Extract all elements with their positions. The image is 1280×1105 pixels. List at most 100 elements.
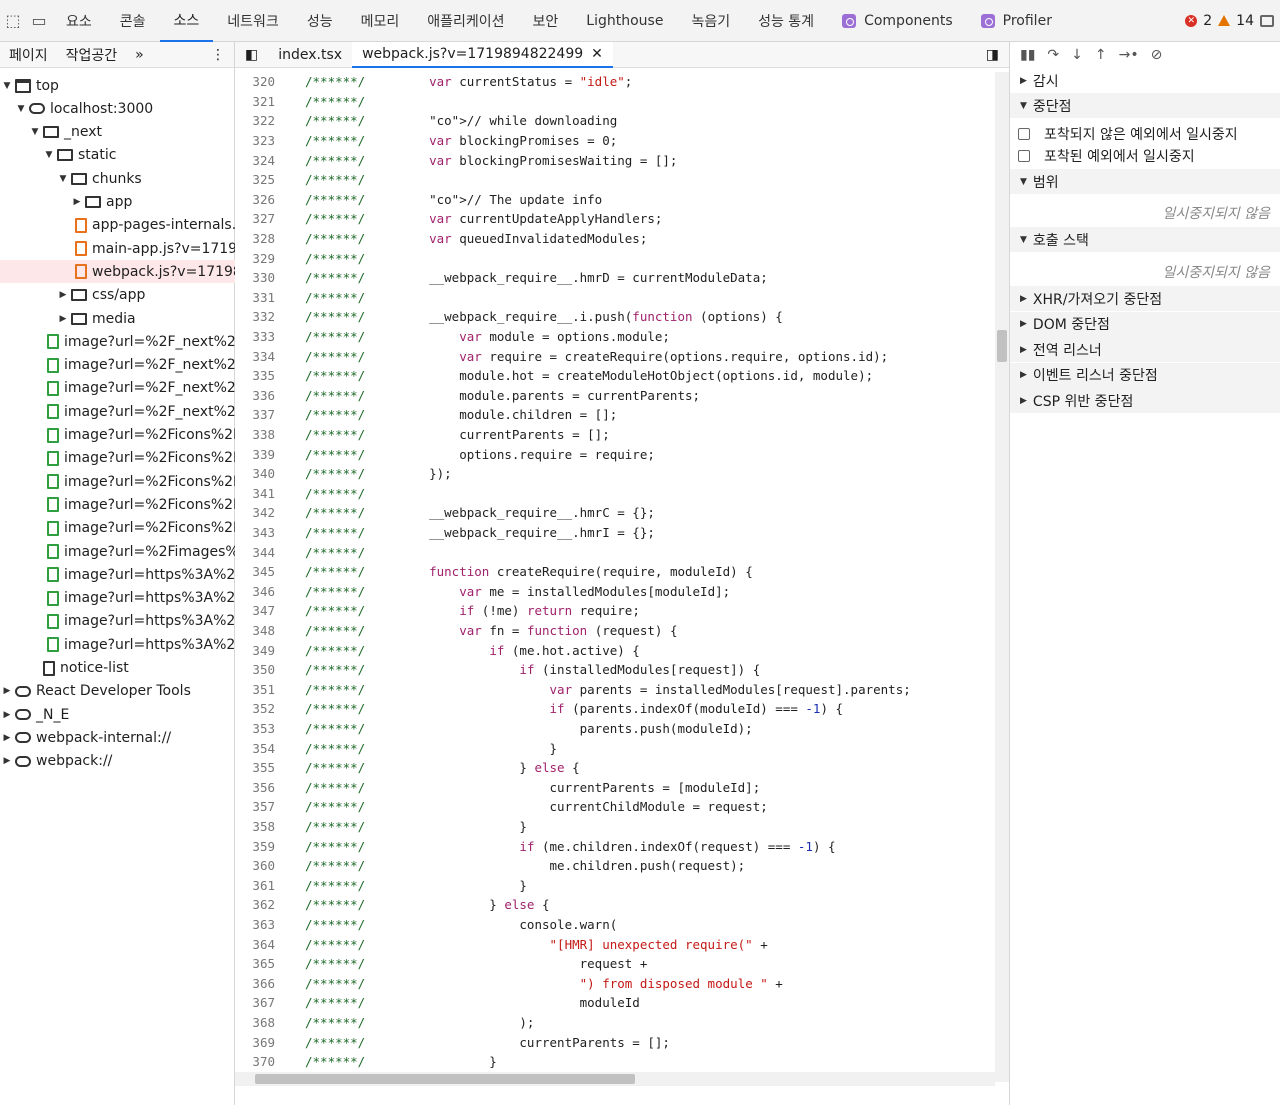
code-line[interactable]: 366/******/ ") from disposed module " +	[235, 974, 995, 994]
code-line[interactable]: 364/******/ "[HMR] unexpected require(" …	[235, 934, 995, 954]
tree-item[interactable]: ▼top	[0, 74, 235, 97]
step-into-icon[interactable]: ↓	[1071, 47, 1083, 63]
line-number[interactable]: 325	[252, 172, 275, 188]
editor-tab[interactable]: index.tsx	[268, 42, 352, 68]
code-lines[interactable]: 320/******/ var currentStatus = "idle";3…	[235, 72, 995, 1077]
expand-arrow-icon[interactable]: ▶	[3, 686, 11, 697]
code-line[interactable]: 348/******/ var fn = function (request) …	[235, 621, 995, 641]
tree-item[interactable]: image?url=%2F_next%2F	[0, 330, 235, 353]
tab-workspace[interactable]: 작업공간	[65, 47, 118, 64]
code-line[interactable]: 324/******/ var blockingPromisesWaiting …	[235, 150, 995, 170]
line-number[interactable]: 334	[252, 348, 275, 364]
line-number[interactable]: 351	[252, 681, 275, 697]
expand-arrow-icon[interactable]: ▼	[3, 80, 11, 91]
code-line[interactable]: 332/******/ __webpack_require__.i.push(f…	[235, 307, 995, 327]
code-line[interactable]: 354/******/ }	[235, 738, 995, 758]
section-callstack[interactable]: ▼호출 스택	[1010, 227, 1280, 252]
tab-components[interactable]: Components	[828, 0, 967, 42]
section-scope[interactable]: ▼범위	[1010, 169, 1280, 194]
code-line[interactable]: 323/******/ var blockingPromises = 0;	[235, 131, 995, 151]
line-number[interactable]: 338	[252, 427, 275, 443]
line-number[interactable]: 344	[252, 544, 275, 560]
line-number[interactable]: 332	[252, 309, 275, 325]
tree-item[interactable]: image?url=%2Ficons%2F	[0, 470, 235, 493]
line-number[interactable]: 330	[252, 270, 275, 286]
line-number[interactable]: 347	[252, 603, 275, 619]
expand-arrow-icon[interactable]: ▶	[73, 197, 81, 207]
line-number[interactable]: 322	[252, 113, 275, 129]
line-number[interactable]: 365	[252, 956, 275, 972]
code-line[interactable]: 347/******/ if (!me) return require;	[235, 601, 995, 621]
section-bp-3[interactable]: ▶이벤트 리스너 중단점	[1010, 362, 1280, 388]
tree-item[interactable]: ▶_N_E	[0, 703, 235, 726]
line-number[interactable]: 324	[252, 152, 275, 168]
line-number[interactable]: 326	[252, 191, 275, 207]
line-number[interactable]: 361	[252, 877, 275, 893]
code-line[interactable]: 360/******/ me.children.push(request);	[235, 856, 995, 876]
expand-arrow-icon[interactable]: ▶	[3, 709, 11, 720]
section-bp-0[interactable]: ▶XHR/가져오기 중단점	[1010, 286, 1280, 311]
code-line[interactable]: 346/******/ var me = installedModules[mo…	[235, 582, 995, 602]
line-number[interactable]: 336	[252, 387, 275, 403]
code-line[interactable]: 339/******/ options.require = require;	[235, 444, 995, 464]
section-bp-4[interactable]: ▶CSP 위반 중단점	[1010, 388, 1280, 414]
tab-8[interactable]: Lighthouse	[572, 0, 677, 42]
tab-0[interactable]: 요소	[52, 0, 106, 42]
issues-counter[interactable]: ✕ 2 14	[1185, 13, 1280, 29]
tab-4[interactable]: 성능	[293, 0, 347, 42]
tree-item[interactable]: ▼chunks	[0, 167, 235, 190]
code-line[interactable]: 370/******/ }	[235, 1052, 995, 1072]
line-number[interactable]: 328	[252, 231, 275, 247]
code-line[interactable]: 355/******/ } else {	[235, 758, 995, 778]
code-line[interactable]: 349/******/ if (me.hot.active) {	[235, 640, 995, 660]
code-line[interactable]: 353/******/ parents.push(moduleId);	[235, 719, 995, 739]
line-number[interactable]: 355	[252, 760, 275, 776]
expand-arrow-icon[interactable]: ▶	[59, 313, 67, 324]
line-number[interactable]: 367	[252, 995, 275, 1011]
code-line[interactable]: 322/******/ "co">// while downloading	[235, 111, 995, 131]
line-number[interactable]: 337	[252, 407, 275, 423]
code-line[interactable]: 338/******/ currentParents = [];	[235, 425, 995, 445]
step-over-icon[interactable]: ↷	[1047, 47, 1060, 63]
tab-10[interactable]: 성능 통계	[744, 0, 828, 42]
code-line[interactable]: 350/******/ if (installedModules[request…	[235, 660, 995, 680]
vertical-scrollbar[interactable]	[995, 72, 1009, 1082]
code-line[interactable]: 340/******/ });	[235, 464, 995, 484]
more-tabs-icon[interactable]: »	[135, 46, 144, 63]
line-number[interactable]: 343	[252, 525, 275, 541]
line-number[interactable]: 366	[252, 975, 275, 991]
line-number[interactable]: 340	[252, 466, 275, 482]
editor-tab-active[interactable]: webpack.js?v=1719894822499✕	[352, 41, 613, 68]
code-line[interactable]: 342/******/ __webpack_require__.hmrC = {…	[235, 503, 995, 523]
line-number[interactable]: 360	[252, 858, 275, 874]
code-line[interactable]: 351/******/ var parents = installedModul…	[235, 680, 995, 700]
line-number[interactable]: 358	[252, 819, 275, 835]
close-icon[interactable]: ✕	[591, 45, 603, 62]
line-number[interactable]: 363	[252, 917, 275, 933]
tab-profiler[interactable]: Profiler	[967, 0, 1066, 42]
tree-item[interactable]: ▶React Developer Tools	[0, 680, 235, 703]
line-number[interactable]: 348	[252, 623, 275, 639]
toggle-navigator-icon[interactable]: ◧	[245, 46, 259, 63]
tree-item[interactable]: image?url=%2Ficons%2F	[0, 493, 235, 516]
tree-item[interactable]: image?url=%2F_next%2F	[0, 377, 235, 400]
inspect-element-icon[interactable]: ⬚	[5, 11, 21, 30]
line-number[interactable]: 353	[252, 721, 275, 737]
tab-pages[interactable]: 페이지	[9, 47, 48, 64]
code-line[interactable]: 341/******/	[235, 484, 995, 504]
tree-item[interactable]: ▶webpack-internal://	[0, 726, 235, 749]
line-number[interactable]: 359	[252, 838, 275, 854]
line-number[interactable]: 339	[252, 446, 275, 462]
tab-9[interactable]: 녹음기	[677, 0, 744, 42]
expand-arrow-icon[interactable]: ▶	[3, 732, 11, 743]
horizontal-scrollbar[interactable]	[235, 1072, 995, 1086]
line-number[interactable]: 362	[252, 897, 275, 913]
tree-item[interactable]: ▶webpack://	[0, 750, 235, 773]
tree-item[interactable]: notice-list	[0, 657, 235, 680]
code-line[interactable]: 329/******/	[235, 248, 995, 268]
tree-item[interactable]: ▶app	[0, 191, 235, 214]
line-number[interactable]: 370	[252, 1054, 275, 1070]
checkbox[interactable]	[1018, 127, 1030, 140]
line-number[interactable]: 320	[252, 74, 275, 90]
tab-3[interactable]: 네트워크	[213, 0, 293, 42]
